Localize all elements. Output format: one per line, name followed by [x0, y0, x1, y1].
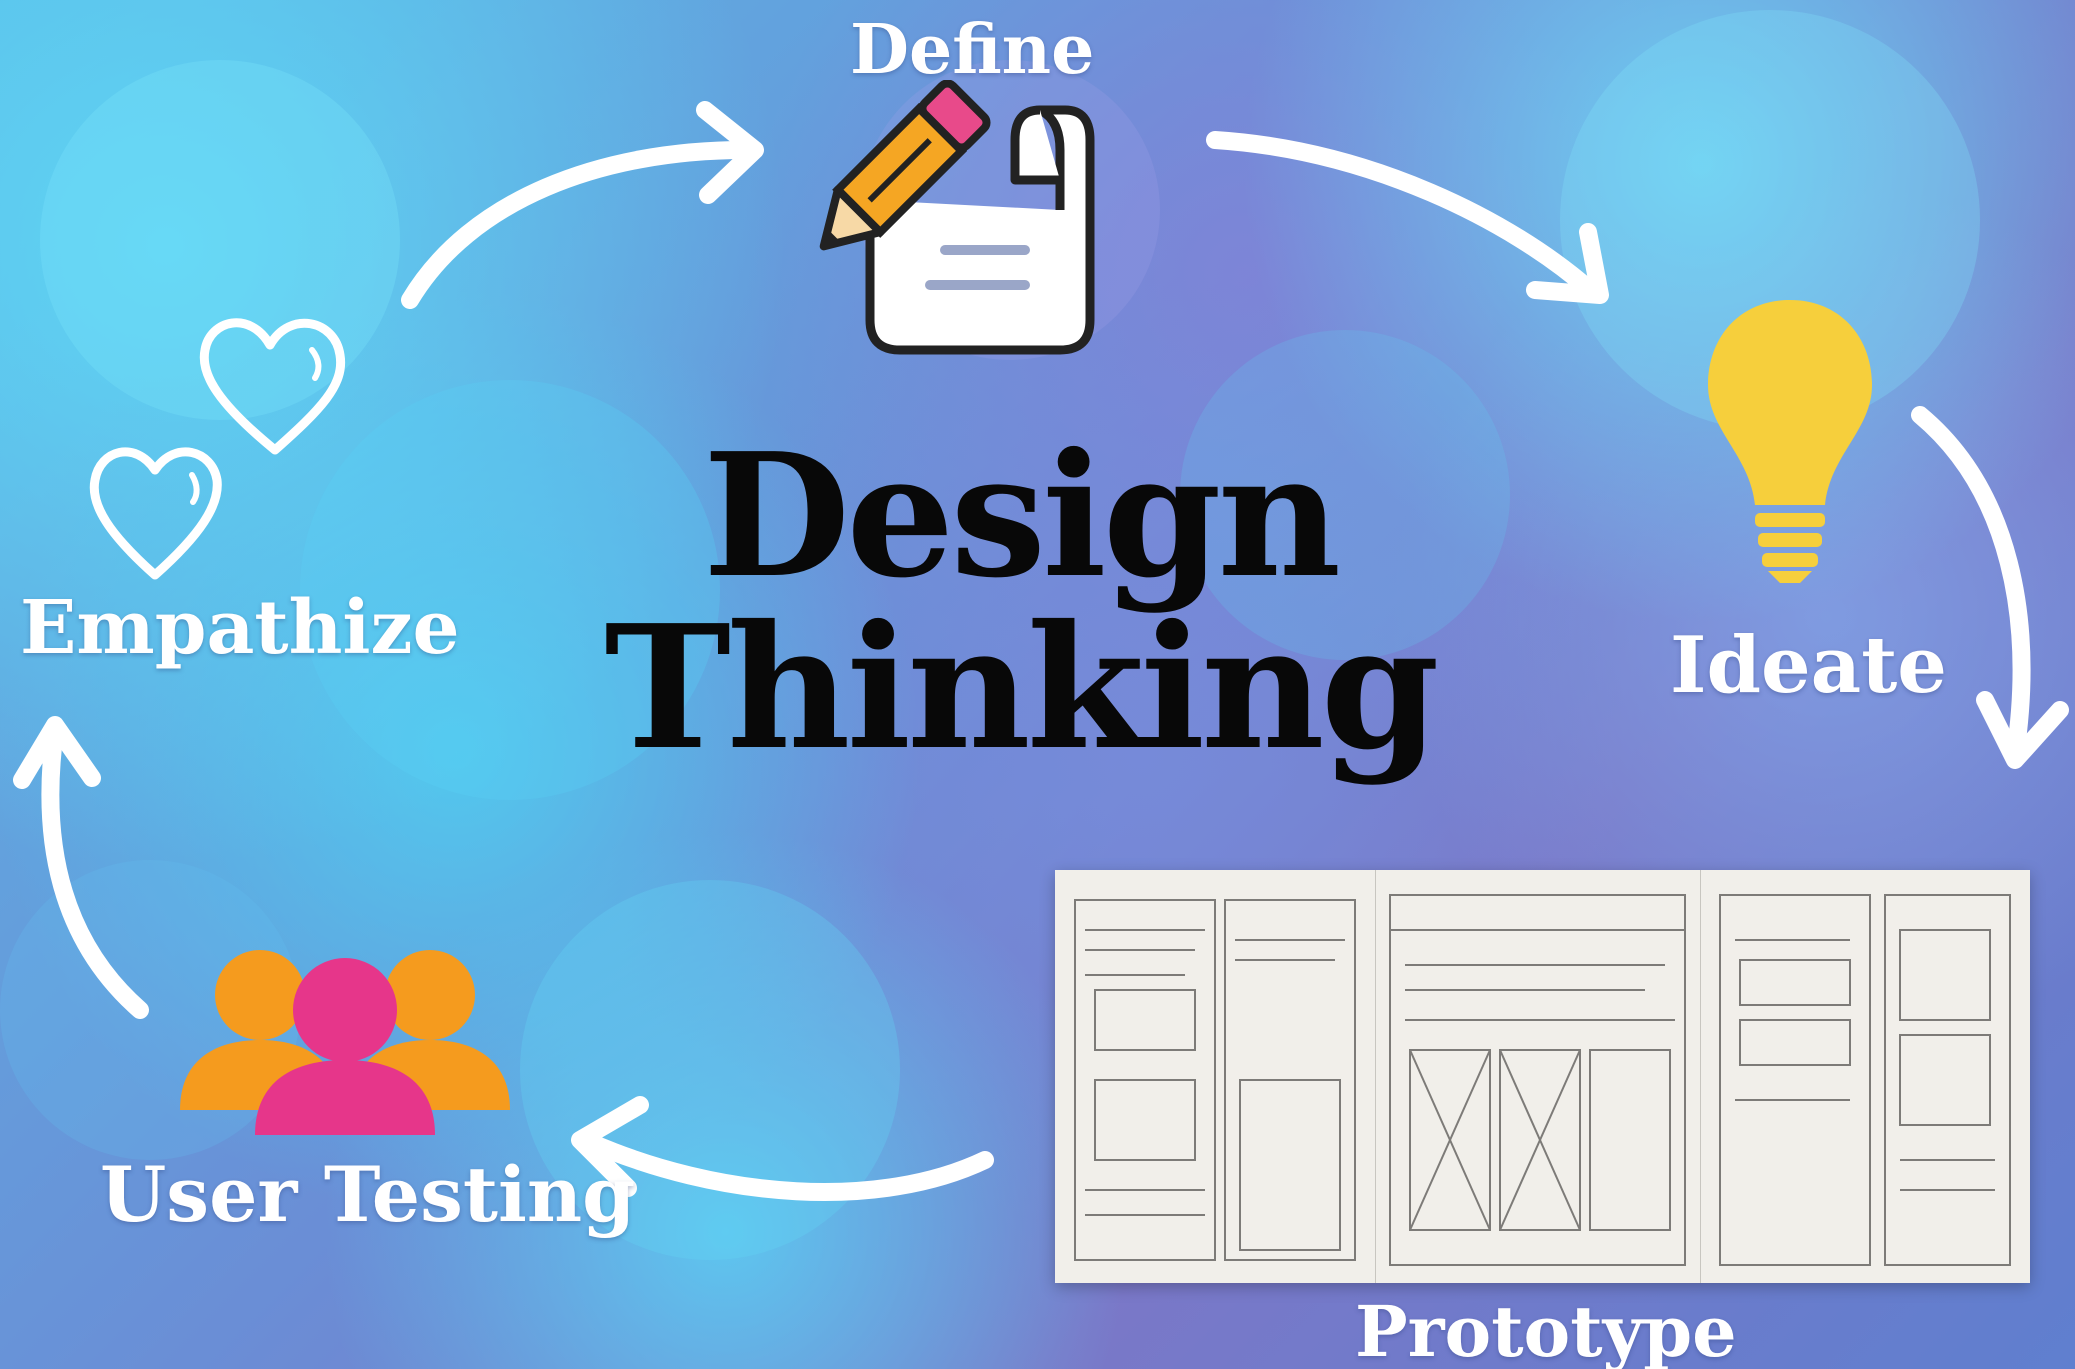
stage-user-testing: User Testing — [100, 1150, 636, 1239]
stage-ideate: Ideate — [1670, 620, 1947, 711]
arrow-define-to-ideate — [1206, 131, 1599, 299]
stage-define: Define — [850, 10, 1095, 90]
title-line-2: Thinking — [604, 588, 1439, 788]
diagram-title: Design Thinking — [580, 430, 1460, 774]
hearts-icon — [89, 318, 346, 580]
lightbulb-icon — [1708, 300, 1872, 583]
stage-prototype: Prototype — [1355, 1290, 1737, 1369]
arrow-ideate-to-prototype — [1911, 406, 2031, 764]
stage-empathize: Empathize — [20, 585, 460, 671]
arrow-prototype-to-testing — [576, 1131, 994, 1202]
prototype-sketches-image — [1055, 870, 2030, 1283]
arrow-testing-to-empathize — [41, 721, 149, 1019]
arrow-empathize-to-define — [401, 141, 754, 309]
pencil-paper-icon — [819, 80, 1095, 355]
users-icon — [180, 950, 510, 1135]
title-line-1: Design — [702, 416, 1341, 616]
